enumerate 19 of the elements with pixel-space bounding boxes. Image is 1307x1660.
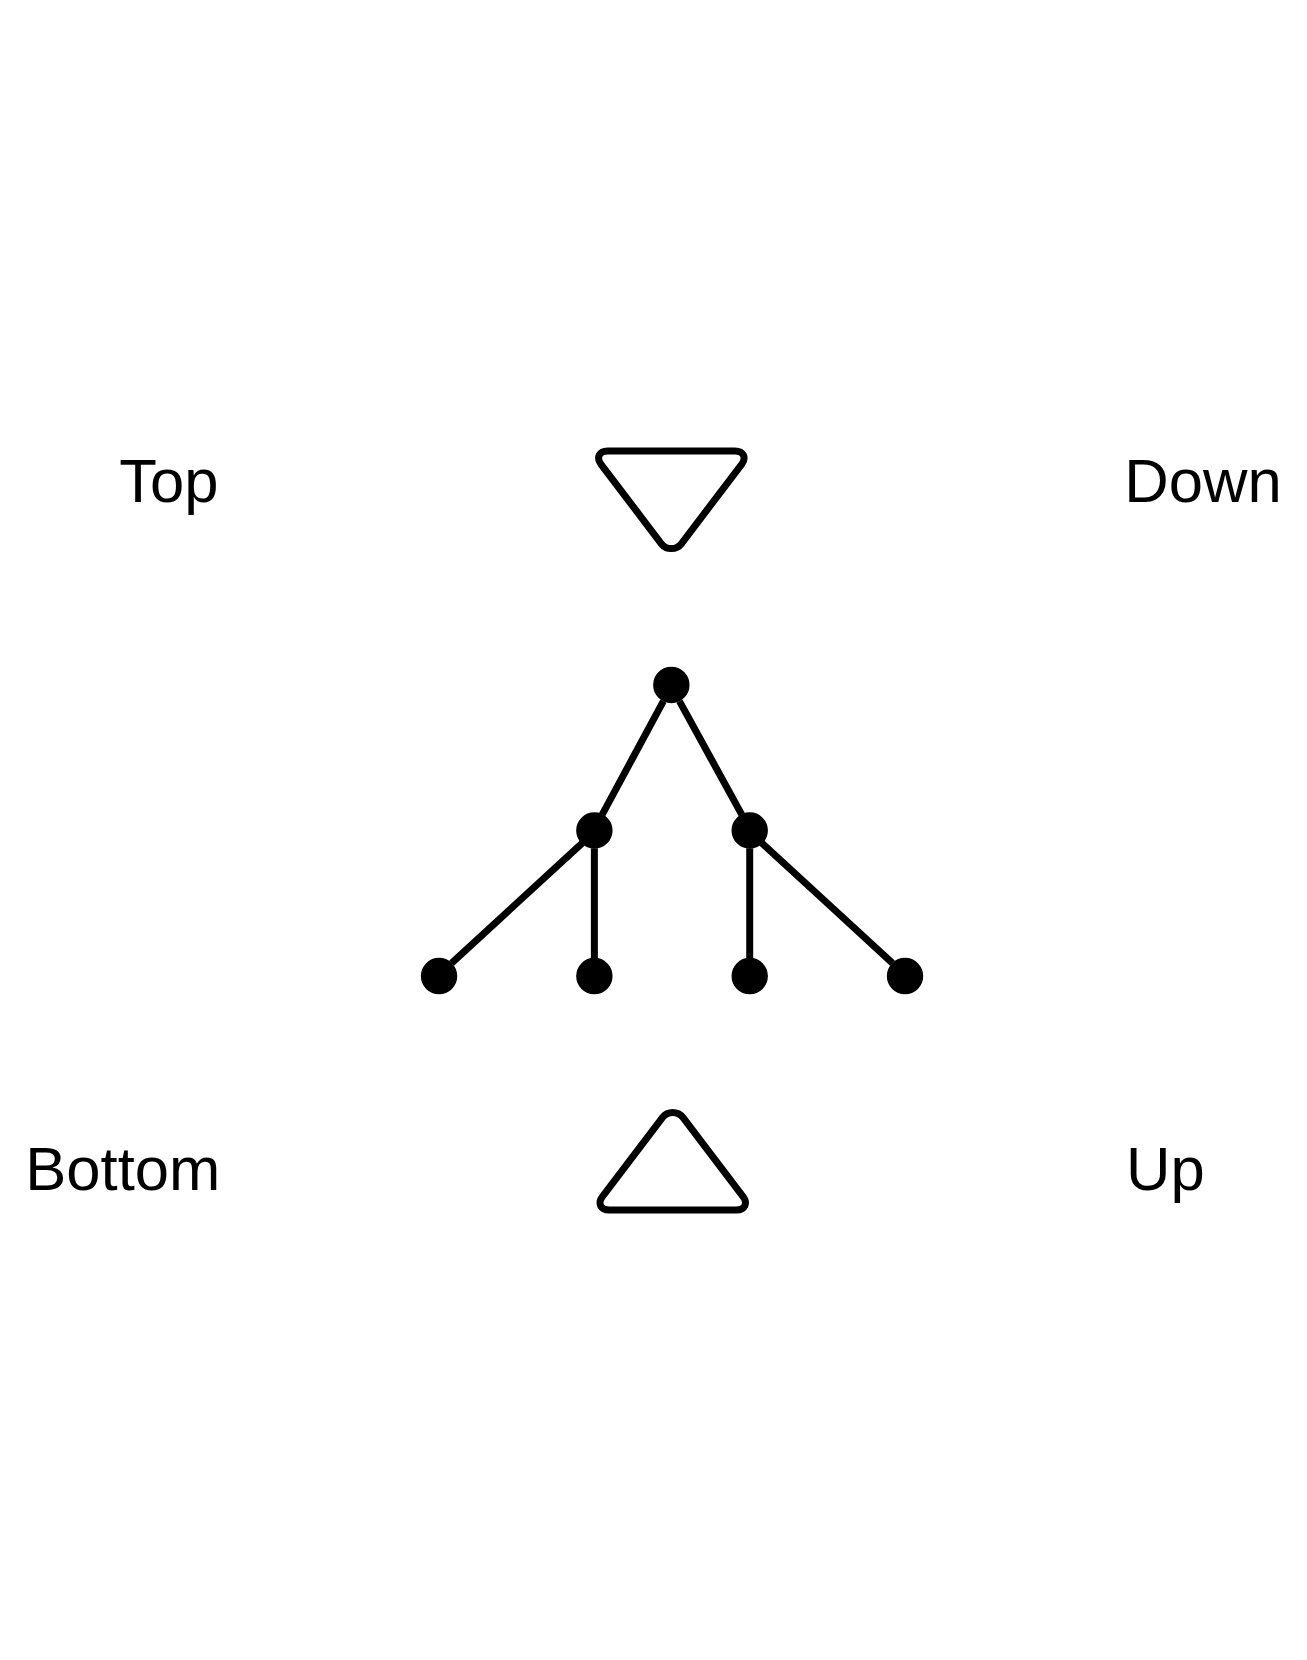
node-triangle	[596, 1108, 749, 1214]
label: Up	[1125, 1133, 1205, 1203]
connector	[449, 840, 585, 966]
node-circle	[731, 811, 768, 849]
node-circle	[420, 957, 458, 994]
label: Top	[119, 445, 219, 515]
connector	[759, 840, 895, 966]
connector	[590, 847, 598, 958]
label: Down	[1124, 445, 1282, 515]
node-circle	[886, 957, 924, 994]
connector	[746, 847, 754, 958]
label: Bottom	[25, 1133, 221, 1203]
connector	[599, 698, 667, 816]
node-circle	[653, 666, 690, 703]
node-circle	[576, 957, 613, 994]
node-circle	[576, 811, 613, 849]
node-triangle	[595, 446, 748, 552]
connector	[676, 698, 745, 816]
node-circle	[731, 957, 768, 994]
